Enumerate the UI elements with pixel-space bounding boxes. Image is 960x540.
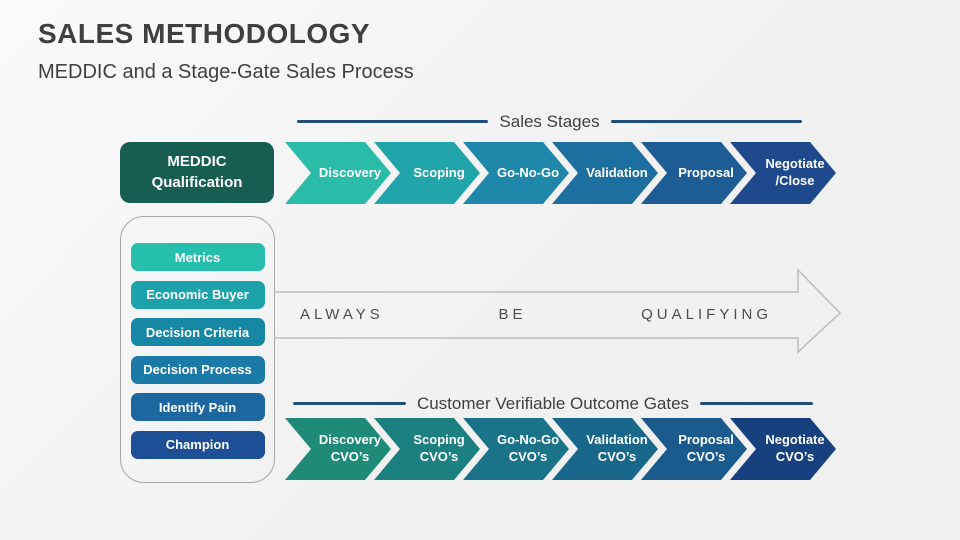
cvo-label-line2: CVO’s <box>419 449 459 464</box>
cvo-label-line1: Scoping <box>413 432 465 448</box>
meddic-box-line1: MEDDIC <box>167 153 227 171</box>
sales-stages-caption: Sales Stages <box>499 111 600 131</box>
meddic-qualification-box: MEDDIC Qualification <box>120 142 274 203</box>
cvo-chevron-discovery: Discovery CVO’s <box>285 418 391 480</box>
qualifying-banner: ALWAYS BE QUALIFYING <box>300 291 772 337</box>
stage-label: Go-No-Go <box>496 164 560 180</box>
stage-chevron-negotiate-close: Negotiate/Close <box>730 142 836 204</box>
cvo-label-line1: Validation <box>586 432 648 448</box>
qualifying-word-always: ALWAYS <box>300 305 384 323</box>
stage-chevron-discovery: Discovery <box>285 142 391 204</box>
qualifying-word-be: BE <box>498 305 527 323</box>
arrow-outline-path <box>274 268 842 354</box>
page-subtitle: MEDDIC and a Stage-Gate Sales Process <box>38 61 414 83</box>
cvo-label-line1: Proposal <box>678 432 734 448</box>
meddic-box-line2: Qualification <box>151 173 243 191</box>
stage-label: Negotiate <box>765 156 825 172</box>
meddic-item-identify-pain: Identify Pain <box>130 393 265 421</box>
meddic-list-panel: Metrics Economic Buyer Decision Criteria… <box>120 216 275 483</box>
sales-stages-heading: Sales Stages <box>297 112 802 131</box>
cvo-label-line2: CVO’s <box>508 449 548 464</box>
heading-rule-left <box>297 120 489 123</box>
stage-label: Discovery <box>318 164 382 180</box>
meddic-item-champion: Champion <box>130 430 265 459</box>
qualifying-word-qualifying: QUALIFYING <box>641 305 772 323</box>
cvo-label-line2: CVO’s <box>686 449 726 464</box>
stage-label: Validation <box>586 164 648 180</box>
stage-label: Proposal <box>678 164 734 180</box>
cvo-gates-caption: Customer Verifiable Outcome Gates <box>416 393 690 413</box>
cvo-gates-heading: Customer Verifiable Outcome Gates <box>293 394 813 413</box>
cvo-label-line1: Negotiate <box>765 432 825 448</box>
meddic-item-decision-criteria: Decision Criteria <box>130 318 265 346</box>
meddic-item-metrics: Metrics <box>130 243 265 271</box>
cvo-label-line1: Go-No-Go <box>496 432 560 448</box>
meddic-item-economic-buyer: Economic Buyer <box>130 280 265 309</box>
page-title: SALES METHODOLOGY <box>38 18 371 49</box>
cvo-label-line2: CVO’s <box>775 449 815 464</box>
cvo-gates-row: Discovery CVO’s Scoping CVO’s Go-No-Go C… <box>285 418 836 480</box>
cvo-label-line2: CVO’s <box>330 449 370 464</box>
cvo-label-line2: CVO’s <box>597 449 637 464</box>
heading-rule-left <box>293 402 406 405</box>
meddic-item-decision-process: Decision Process <box>130 355 265 384</box>
cvo-label-line1: Discovery <box>318 432 382 448</box>
sales-stages-row: Discovery Scoping Go-No-Go Validation Pr… <box>285 142 836 204</box>
stage-label: Scoping <box>413 164 465 180</box>
heading-rule-right <box>700 402 813 405</box>
qualifying-arrow-outline <box>274 268 842 354</box>
heading-rule-right <box>610 120 802 123</box>
